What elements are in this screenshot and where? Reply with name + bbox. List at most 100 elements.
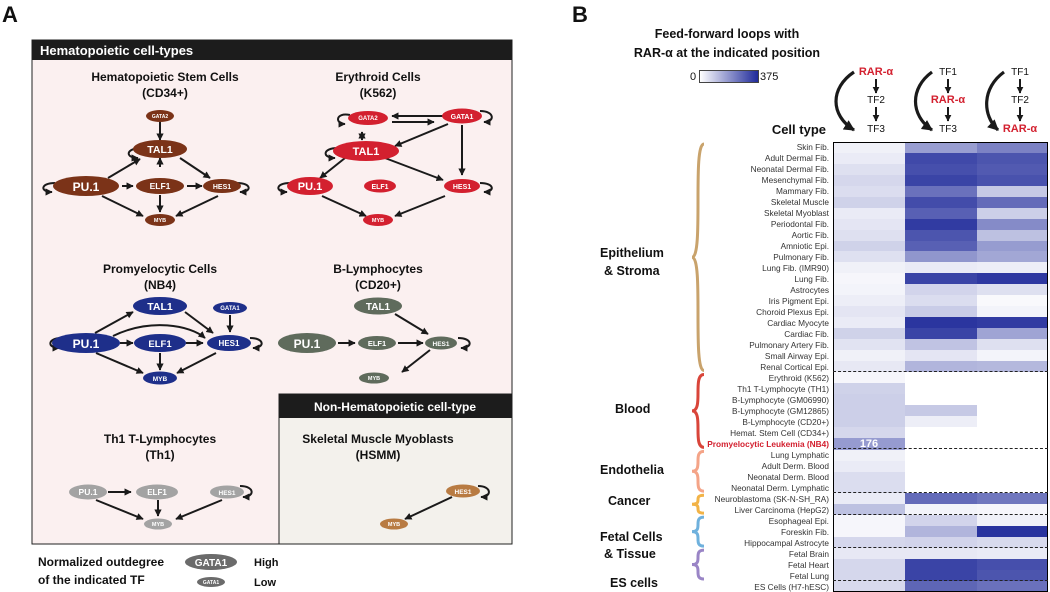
heatmap-row-label: Pulmonary Artery Fib. xyxy=(749,340,829,351)
heatmap-cell xyxy=(905,229,977,241)
node-elf1: ELF1 xyxy=(368,339,386,348)
heatmap-row-label: Mesenchymal Fib. xyxy=(761,175,829,186)
group-label-blood: Blood xyxy=(615,402,650,416)
legend-title-line2: of the indicated TF xyxy=(38,573,145,587)
motif-mid-label: TF2 xyxy=(867,95,885,106)
heatmap-row-label: Iris Pigment Epi. xyxy=(768,296,829,307)
cell-type-header: Cell type xyxy=(772,122,826,137)
heatmap-cell xyxy=(905,437,977,450)
heatmap-cell xyxy=(905,493,977,505)
heatmap-cell xyxy=(833,196,905,208)
node-myb: MYB xyxy=(152,522,164,528)
motif-mid-label: TF2 xyxy=(1011,95,1029,106)
node-tal1: TAL1 xyxy=(147,301,173,313)
heatmap-cell xyxy=(977,460,1048,472)
legend-title-line1: Normalized outdegree xyxy=(38,555,164,569)
heatmap-cell xyxy=(977,196,1048,208)
heatmap-cell xyxy=(833,350,905,361)
group-label-fetal: Fetal Cells xyxy=(600,530,663,544)
heatmap-cell xyxy=(905,142,977,153)
node-tal1: TAL1 xyxy=(147,144,173,156)
node-elf1: ELF1 xyxy=(371,184,388,191)
network-subtitle: (Th1) xyxy=(145,448,174,462)
heatmap-cell xyxy=(905,328,977,340)
heatmap-cell xyxy=(977,152,1048,164)
network-title: Promyelocytic Cells xyxy=(103,262,217,276)
heatmap-cell xyxy=(833,393,905,405)
heatmap-cell xyxy=(905,504,977,516)
heatmap-cell xyxy=(833,295,905,307)
heatmap-cell xyxy=(977,317,1048,329)
heatmap-cell xyxy=(977,273,1048,285)
heatmap-cell xyxy=(905,526,977,538)
heatmap-cell xyxy=(977,339,1048,351)
heatmap-cell xyxy=(977,426,1048,438)
panel-b-letter: B xyxy=(572,2,588,27)
heatmap-cell xyxy=(905,240,977,252)
legend-node-high: GATA1 xyxy=(195,558,228,569)
heatmap-row-label: Hemat. Stem Cell (CD34+) xyxy=(730,427,829,438)
network-th1: Th1 T-Lymphocytes (Th1) PU.1 ELF1 HES1 M… xyxy=(69,432,253,530)
heatmap-cell xyxy=(833,537,905,549)
heatmap-cell xyxy=(905,570,977,582)
heatmap-row-label: Pulmonary Fib. xyxy=(773,252,829,263)
heatmap-cell xyxy=(905,163,977,175)
heatmap-cell xyxy=(833,284,905,296)
heatmap-cell xyxy=(977,240,1048,252)
group-label-epithelium-line2: & Stroma xyxy=(604,264,661,278)
motif-mid-label: RAR-α xyxy=(931,94,965,106)
heatmap-cell xyxy=(905,306,977,318)
motif-rar-middle: TF1 RAR-α TF3 xyxy=(914,67,965,135)
panel-b-title-line2: RAR-α at the indicated position xyxy=(634,46,820,60)
heatmap-cell xyxy=(833,404,905,416)
heatmap-cell xyxy=(833,152,905,164)
heatmap-cell xyxy=(905,262,977,274)
heatmap-cell xyxy=(833,426,905,438)
motif-top-label: RAR-α xyxy=(859,66,893,78)
heatmap-row-label: Fetal Heart xyxy=(787,559,829,570)
heatmap-cell xyxy=(833,174,905,186)
heatmap-grid: 176 xyxy=(833,142,1048,592)
heatmap-cell xyxy=(977,207,1048,219)
heatmap-cell xyxy=(977,229,1048,241)
network-subtitle: (CD34+) xyxy=(142,86,188,100)
heatmap-cell xyxy=(977,360,1048,372)
heatmap-row-label: Astrocytes xyxy=(790,285,829,296)
heatmap-cell xyxy=(905,515,977,527)
heatmap-row-label: Foreskin Fib. xyxy=(781,526,829,537)
heatmap-row-label: Erythroid (K562) xyxy=(768,372,829,383)
hematopoietic-header-bar xyxy=(32,40,512,60)
heatmap-cell xyxy=(833,471,905,483)
heatmap-row-label: Th1 T-Lymphocyte (TH1) xyxy=(737,383,829,394)
heatmap-cell xyxy=(833,504,905,516)
node-hes1: HES1 xyxy=(219,490,236,497)
heatmap-cell xyxy=(833,371,905,383)
heatmap-row-label: Mammary Fib. xyxy=(775,186,829,197)
heatmap-cell xyxy=(905,317,977,329)
heatmap-cell xyxy=(977,581,1048,592)
heatmap-cell xyxy=(977,284,1048,296)
heatmap-row-label: Hippocampal Astrocyte xyxy=(744,537,829,548)
node-elf1: ELF1 xyxy=(148,339,172,350)
heatmap-cell xyxy=(977,142,1048,153)
heatmap-cell xyxy=(833,339,905,351)
node-pu1: PU.1 xyxy=(73,337,100,351)
network-nodes: GATA2 TAL1 PU.1 ELF1 HES1 MYB xyxy=(53,110,241,226)
network-subtitle: (K562) xyxy=(360,86,397,100)
heatmap-cell xyxy=(977,163,1048,175)
heatmap-cell xyxy=(833,493,905,505)
node-pu1: PU.1 xyxy=(73,180,100,194)
heatmap-row-label: Cardiac Myocyte xyxy=(767,318,829,329)
heatmap-cell xyxy=(905,295,977,307)
heatmap-cell xyxy=(977,559,1048,571)
node-hes1: HES1 xyxy=(453,184,471,191)
node-pu1: PU.1 xyxy=(294,337,321,351)
motif-top-label: TF1 xyxy=(1011,67,1029,78)
heatmap-cell xyxy=(977,493,1048,505)
heatmap-cell xyxy=(905,273,977,285)
heatmap-cell xyxy=(833,328,905,340)
heatmap-cell xyxy=(833,559,905,571)
heatmap-row-label: Liver Carcinoma (HepG2) xyxy=(734,504,829,515)
node-gata2: GATA2 xyxy=(358,116,378,122)
motif-bot-label: RAR-α xyxy=(1003,123,1037,135)
